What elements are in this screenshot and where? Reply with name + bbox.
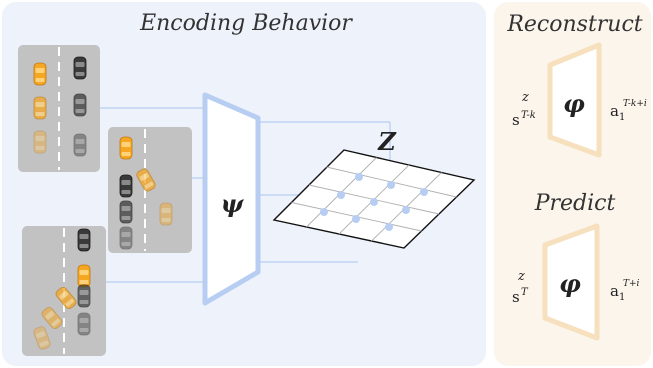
car-icon — [77, 264, 91, 288]
latent-symbol: Z — [377, 127, 397, 156]
latent-grid: Z — [272, 127, 476, 249]
reconstruct-output-a: a — [610, 102, 619, 120]
encoder-symbol: ψ — [221, 189, 245, 218]
predict-input-sup: T — [521, 287, 529, 298]
encoding-title: Encoding Behavior — [139, 11, 353, 36]
decoder-panel — [494, 2, 651, 366]
car-icon — [119, 174, 133, 198]
predict-output-a: a — [610, 282, 619, 300]
car-icon — [77, 312, 91, 336]
traffic-scene-1 — [18, 45, 100, 172]
predict-decoder: φ z s T a 1 T+i — [512, 223, 640, 341]
car-icon — [77, 284, 91, 308]
car-icon — [119, 136, 133, 160]
predict-decoder-symbol: φ — [559, 269, 581, 298]
car-icon — [33, 130, 47, 154]
car-icon — [73, 93, 87, 117]
car-icon — [33, 96, 47, 120]
car-icon — [73, 133, 87, 157]
predict-title: Predict — [534, 191, 616, 216]
reconstruct-input-z: z — [521, 90, 529, 105]
reconstruct-input-s: s — [512, 111, 520, 129]
predict-input-s: s — [512, 288, 520, 306]
car-icon — [119, 226, 133, 250]
car-icon — [33, 62, 47, 86]
reconstruct-decoder: φ z s T-k a 1 T-k+i — [512, 42, 647, 158]
reconstruct-output-sup: T-k+i — [623, 99, 647, 109]
car-icon — [159, 202, 173, 226]
traffic-scene-3 — [22, 226, 106, 356]
reconstruct-decoder-symbol: φ — [563, 89, 585, 118]
reconstruct-title: Reconstruct — [506, 12, 642, 37]
predict-output-sup: T+i — [623, 279, 640, 289]
car-icon — [73, 56, 87, 80]
predict-input-z: z — [517, 269, 525, 284]
reconstruct-output-sub: 1 — [619, 112, 625, 123]
car-icon — [119, 200, 133, 224]
encoder-block: ψ — [202, 92, 261, 306]
traffic-scene-2 — [108, 127, 192, 253]
car-icon — [77, 228, 91, 252]
reconstruct-input-sup: T-k — [521, 110, 536, 121]
predict-output-sub: 1 — [619, 292, 625, 303]
